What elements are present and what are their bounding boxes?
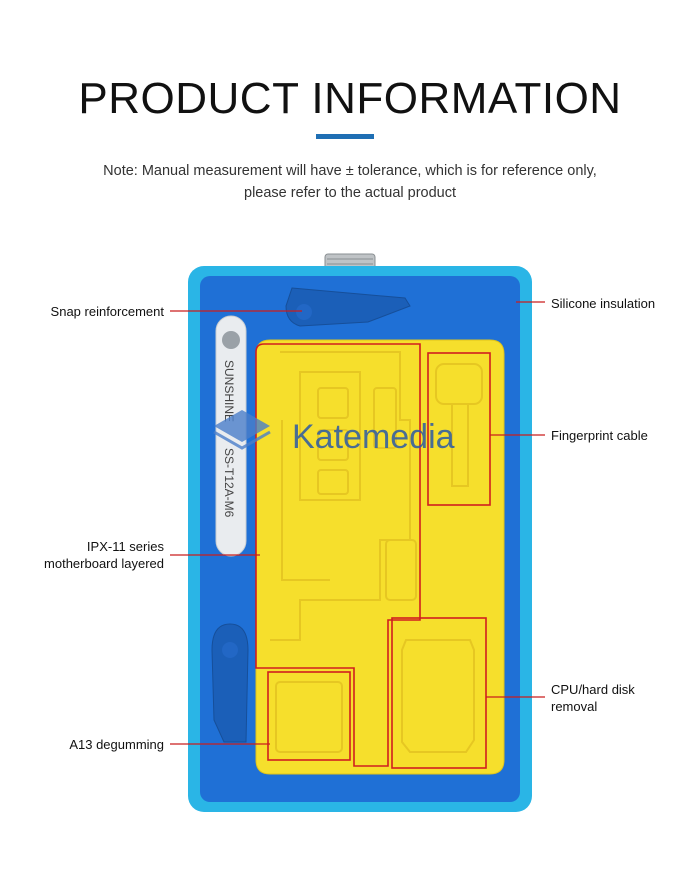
callout-fingerprint-cable: Fingerprint cable (551, 428, 648, 443)
callout-cpu-removal: CPU/hard disk removal (551, 681, 691, 715)
cpu-pad (401, 639, 475, 753)
callout-ipx-line-1: IPX-11 series (86, 539, 164, 554)
tolerance-note: Note: Manual measurement will have ± tol… (0, 160, 700, 204)
callout-snap-reinforcement: Snap reinforcement (50, 304, 164, 319)
title-underline (316, 134, 374, 139)
brand-logo-icon (222, 331, 240, 349)
callout-cpu-line-2: removal (551, 699, 598, 714)
callout-ipx-motherboard: IPX-11 series motherboard layered (14, 538, 164, 572)
callout-silicone-insulation: Silicone insulation (551, 296, 656, 311)
a13-pad (275, 681, 343, 753)
board-detail (270, 351, 417, 641)
snap-clip-top (285, 287, 411, 327)
callout-ipx-line-2: motherboard layered (44, 556, 164, 571)
callout-a13-degumming: A13 degumming (69, 737, 164, 752)
watermark-text: Katemedia (292, 418, 455, 456)
snap-clip-bottom (211, 623, 249, 743)
model-label: SS-T12A-M6 (222, 448, 236, 518)
fingerprint-cable-pad (435, 363, 483, 487)
brand-label: SUNSHINE (222, 360, 236, 422)
note-line-2: please refer to the actual product (244, 185, 456, 201)
highlight-outlines (255, 343, 491, 769)
callout-lines (170, 301, 545, 745)
callout-cpu-line-1: CPU/hard disk (551, 682, 635, 697)
page-title: PRODUCT INFORMATION (78, 74, 622, 123)
note-line-1: Note: Manual measurement will have ± tol… (103, 163, 597, 179)
watermark-logo-icon (213, 410, 271, 450)
